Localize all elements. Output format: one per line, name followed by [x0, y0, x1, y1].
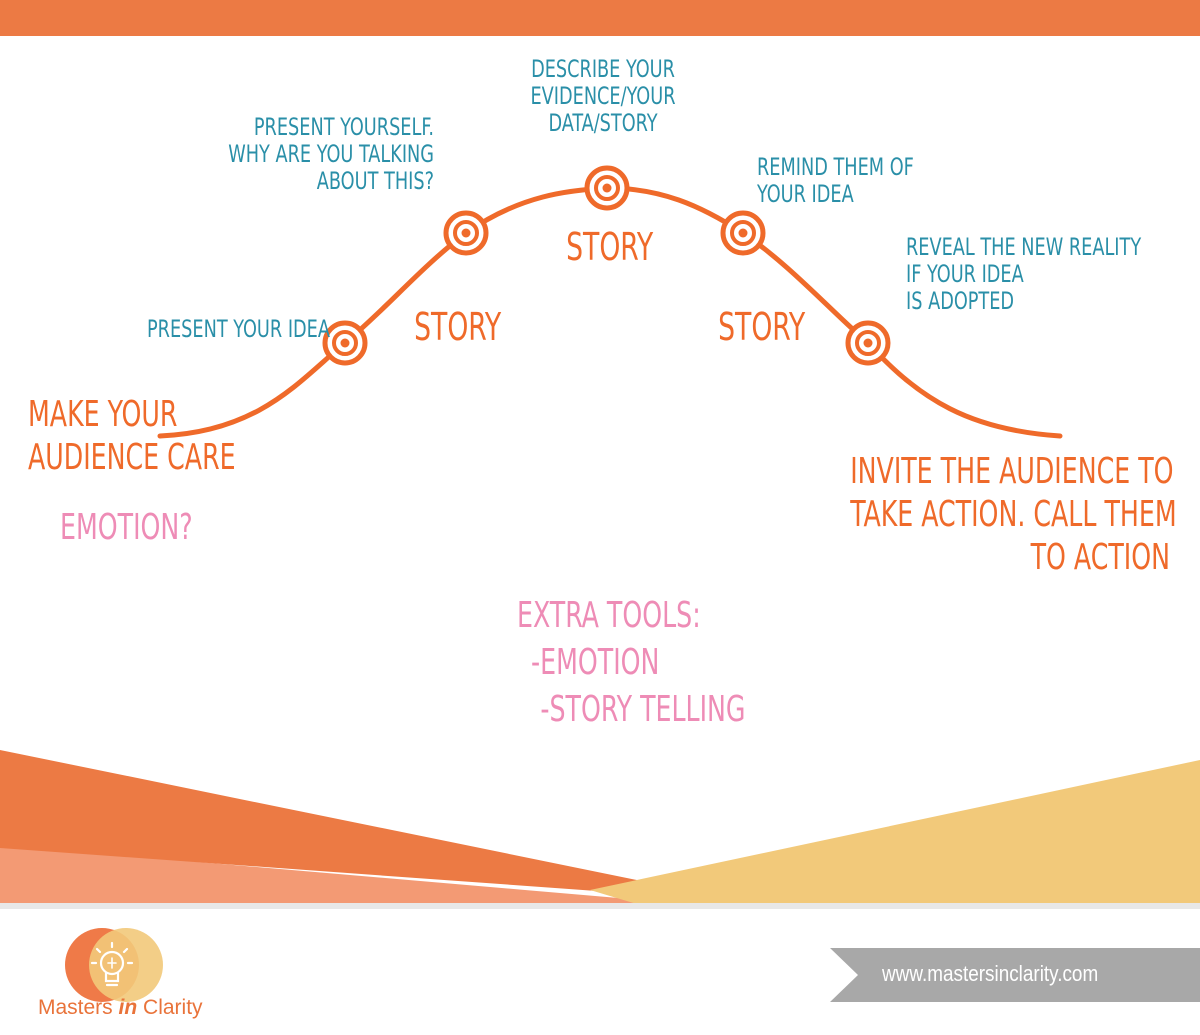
story-label-3: Story: [718, 305, 806, 349]
milestone-label-reveal-reality: Reveal the new reality if your idea is a…: [906, 233, 1142, 315]
brand-logo: [65, 928, 163, 1002]
story-label-2: Story: [566, 225, 654, 269]
target-icon: [845, 320, 891, 366]
website-link[interactable]: www.mastersinclarity.com: [882, 961, 1099, 986]
milestone-label-present-idea: Present your idea: [147, 315, 330, 343]
lightbulb-icon: [90, 941, 134, 987]
start-sub-label: Emotion?: [60, 507, 193, 548]
top-banner: [0, 0, 1200, 36]
milestone-label-present-yourself: Present yourself. Why are YOU talking ab…: [228, 113, 434, 195]
extra-tools-item: -Story telling: [540, 688, 746, 730]
target-icon: [322, 320, 368, 366]
target-icon: [584, 165, 630, 211]
logo-circle-right: [89, 928, 163, 1002]
bottom-divider: [0, 903, 1200, 909]
milestone-label-remind-idea: Remind them of your idea: [757, 153, 914, 208]
brand-name: Masters in Clarity: [38, 996, 203, 1019]
end-label: Invite the audience to take action. Call…: [850, 451, 1177, 579]
bottom-wedge-yellow: [590, 760, 1200, 905]
story-label-1: Story: [414, 305, 502, 349]
url-ribbon: [830, 948, 1200, 1002]
extra-tools-item: -Emotion: [531, 641, 660, 683]
extra-tools-title: Extra Tools:: [517, 595, 701, 636]
start-label: Make your audience Care: [28, 394, 236, 479]
target-icon: [720, 210, 766, 256]
target-icon: [443, 210, 489, 256]
extra-tools: Extra Tools: -Emotion -Story telling: [517, 593, 746, 733]
milestone-label-describe-evidence: Describe your evidence/your data/story: [530, 55, 676, 137]
bottom-wedge-orange: [0, 750, 720, 897]
